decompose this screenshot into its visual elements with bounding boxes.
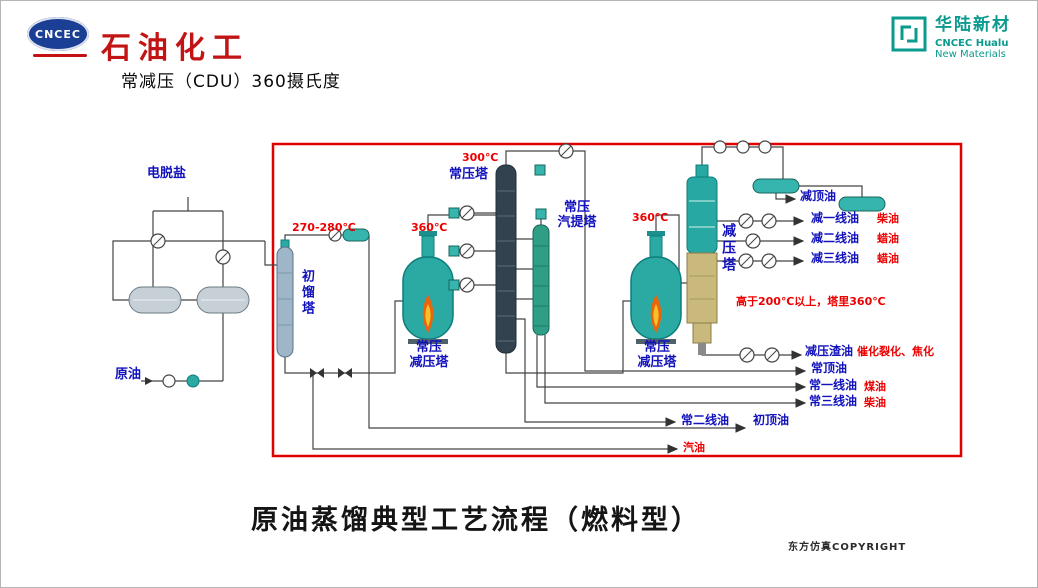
- label-vac-line3-product: 蜡油: [877, 252, 899, 265]
- hualu-name-cn: 华陆新材: [935, 15, 1011, 35]
- furnace-2: [630, 231, 682, 344]
- label-atm-top-oil: 常顶油: [811, 361, 848, 375]
- crude-flow-arrow-icon: [145, 377, 153, 385]
- cncec-logo-text: CNCEC: [35, 27, 81, 41]
- initial-tower: [276, 239, 294, 358]
- cncec-logo-ellipse: CNCEC: [27, 17, 89, 51]
- hualu-name-en1: CNCEC Hualu: [935, 37, 1009, 49]
- label-initial-top-oil: 初顶油: [753, 413, 790, 427]
- label-desalter: 电脱盐: [147, 166, 187, 181]
- cncec-logo-swoosh-icon: [33, 54, 87, 57]
- valves: [310, 368, 352, 378]
- page-title: 常减压（CDU）360摄氏度: [121, 72, 341, 92]
- pipe-network: [112, 146, 863, 454]
- heat-exchangers: [150, 140, 780, 388]
- label-atm-line2: 常二线油: [681, 413, 730, 427]
- vacuum-tower: [686, 164, 718, 355]
- label-temp-initial: 270-280℃: [292, 221, 356, 234]
- hualu-logo-text: 华陆新材 CNCEC Hualu New Materials: [935, 15, 1011, 61]
- label-gasoline: 汽油: [683, 441, 705, 454]
- label-temp-furnace2: 360℃: [632, 211, 669, 224]
- brand-title: 石油化工: [101, 31, 249, 66]
- label-initial-tower: 初馏塔: [298, 269, 314, 317]
- desalter-drums: [128, 286, 250, 314]
- instrument-blocks: [448, 164, 547, 291]
- label-vac-residue-product: 催化裂化、焦化: [857, 345, 934, 358]
- label-atm-line1: 常一线油: [809, 378, 858, 392]
- hualu-logo-icon: [891, 16, 927, 52]
- label-vac-line3: 减三线油: [811, 251, 860, 265]
- label-temp-furnace1: 360℃: [411, 221, 448, 234]
- overhead-drums: [342, 178, 886, 242]
- hualu-logo: 华陆新材 CNCEC Hualu New Materials: [891, 15, 1011, 61]
- label-atm-line3: 常三线油: [809, 394, 858, 408]
- label-vac-top-oil: 减顶油: [800, 189, 837, 203]
- cncec-logo: CNCEC: [27, 17, 93, 61]
- label-atm-line1-product: 煤油: [864, 380, 886, 393]
- label-vac-residue: 减压渣油: [805, 344, 854, 358]
- label-atm-tower: 常压塔: [449, 167, 489, 182]
- label-atm-line3-product: 柴油: [864, 396, 886, 409]
- label-vacuum-note: 高于200℃以上，塔里360℃: [736, 295, 886, 308]
- boundary-box: [271, 142, 963, 458]
- label-vac-line2: 减二线油: [811, 231, 860, 245]
- label-vac-line2-product: 蜡油: [877, 232, 899, 245]
- crude-pump-icon: [186, 374, 200, 388]
- label-vac-line1: 减一线油: [811, 211, 860, 225]
- label-crude-oil: 原油: [115, 367, 142, 382]
- label-vacuum-tower: 减压塔: [720, 223, 737, 274]
- diagram-caption: 原油蒸馏典型工艺流程（燃料型）: [251, 505, 701, 536]
- label-atm-stripper: 常压 汽提塔: [557, 200, 597, 230]
- label-temp-atm-top: 300℃: [462, 151, 499, 164]
- label-furnace-1: 常压 减压塔: [409, 340, 449, 370]
- label-vac-line1-product: 柴油: [877, 212, 899, 225]
- atmospheric-tower: [495, 164, 517, 354]
- copyright-text: 东方仿真COPYRIGHT: [788, 542, 907, 553]
- label-furnace-2: 常压 减压塔: [637, 340, 677, 370]
- hualu-name-en2: New Materials: [935, 49, 1006, 61]
- atmospheric-stripper: [532, 224, 550, 336]
- furnace-1: [402, 231, 454, 344]
